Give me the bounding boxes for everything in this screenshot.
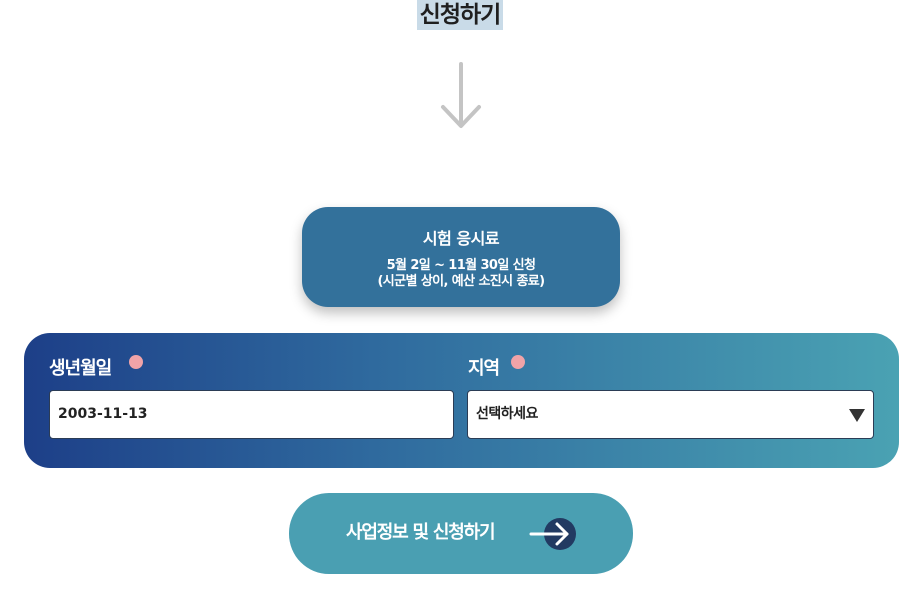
caret-down-icon <box>849 409 865 422</box>
arrow-right-circle-icon <box>529 518 576 550</box>
birth-date-input[interactable]: 2003-11-13 <box>49 390 454 439</box>
title-wrap: 신청하기 <box>0 0 920 30</box>
exam-fee-note: (시군별 상이, 예산 소진시 종료) <box>377 274 545 289</box>
exam-fee-title: 시험 응시료 <box>422 229 500 248</box>
arrow-down-icon <box>441 62 481 128</box>
region-label: 지역 <box>468 355 525 380</box>
business-info-apply-button[interactable]: 사업정보 및 신청하기 <box>289 493 633 574</box>
required-dot-icon <box>129 355 143 369</box>
exam-fee-period: 5월 2일 ~ 11월 30일 신청 <box>386 258 536 273</box>
required-dot-icon <box>511 355 525 369</box>
page-title: 신청하기 <box>416 0 504 30</box>
exam-fee-card: 시험 응시료 5월 2일 ~ 11월 30일 신청 (시군별 상이, 예산 소진… <box>302 207 620 307</box>
birth-date-label: 생년월일 <box>49 355 143 380</box>
application-form-panel: 생년월일 2003-11-13 지역 선택하세요 <box>24 333 899 468</box>
region-select[interactable]: 선택하세요 <box>467 390 874 439</box>
region-select-value: 선택하세요 <box>476 406 538 422</box>
submit-button-label: 사업정보 및 신청하기 <box>346 522 496 543</box>
birth-date-label-text: 생년월일 <box>49 358 112 379</box>
region-label-text: 지역 <box>468 358 500 379</box>
